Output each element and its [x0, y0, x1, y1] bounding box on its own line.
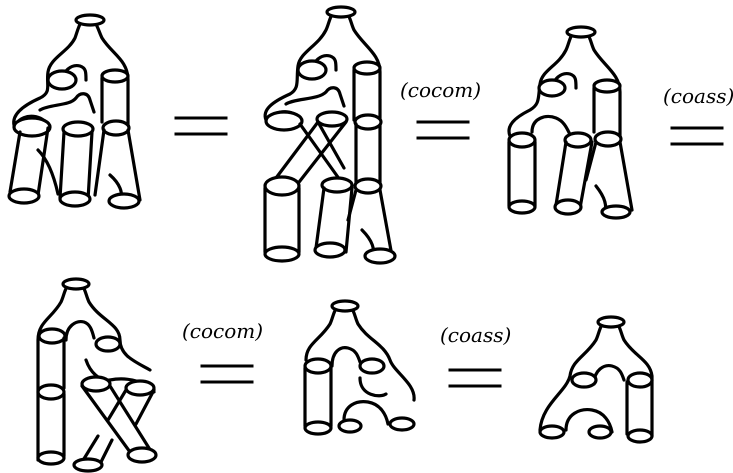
cobordism-figure-5: [303, 299, 416, 436]
equals-sign-4: [200, 364, 254, 384]
cobordism-figure-3: [507, 25, 634, 220]
cobordism-figure-6: [538, 315, 654, 444]
equality-label-cocom-bottom: (cocom): [182, 319, 263, 343]
equality-label-coass-bottom: (coass): [440, 323, 511, 347]
equals-sign-2: [416, 120, 470, 140]
cobordism-figure-1: [7, 13, 142, 210]
cobordism-figure-2: [263, 5, 397, 265]
equality-label-coass-top: (coass): [663, 84, 733, 108]
equals-sign-5: [448, 368, 502, 388]
equals-sign-1: [174, 116, 228, 136]
equality-label-cocom-top: (cocom): [400, 78, 481, 102]
cobordism-figure-4: [36, 277, 158, 473]
equals-sign-3: [670, 126, 724, 146]
